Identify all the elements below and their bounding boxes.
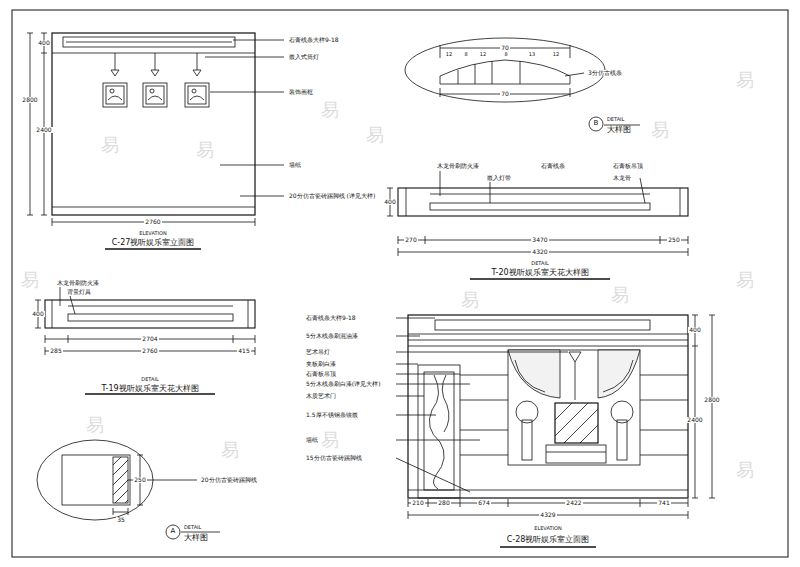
drawing-label: 石膏线条 — [540, 163, 566, 170]
drawing-label: 70 — [500, 45, 510, 52]
drawing-label: C-28视听娱乐室立面图 — [506, 536, 591, 545]
drawing-label: 3分仿古线条 — [587, 70, 623, 77]
drawing-label: 木龙骨刷防火漆 — [56, 280, 100, 287]
watermark: 易 — [611, 286, 629, 304]
drawing-label: B — [593, 120, 600, 128]
drawing-label: 石膏板吊顶 — [305, 371, 337, 378]
watermark: 易 — [321, 431, 339, 449]
drawing-label: 木龙骨刷防火漆 — [436, 163, 480, 170]
watermark: 易 — [736, 271, 754, 289]
drawing-label: 285 — [49, 348, 62, 355]
drawing-label: 4329 — [539, 512, 556, 519]
drawing-label: 2800 — [703, 397, 720, 404]
watermark: 易 — [196, 141, 214, 159]
drawing-label: 13 — [528, 52, 536, 58]
drawing-label: 8 — [503, 52, 508, 58]
drawing-label: 70 — [500, 91, 510, 98]
drawing-label: 背景灯具 — [66, 289, 92, 296]
drawing-label: DETAIL — [140, 377, 159, 383]
watermark: 易 — [461, 291, 479, 309]
drawing-label: 2800 — [21, 97, 38, 104]
drawing-label: 5分木线条刷白漆(详见大样) — [305, 381, 382, 388]
drawing-label: T-20视听娱乐室天花大样图 — [490, 269, 589, 278]
drawing-label: DETAIL — [183, 525, 202, 531]
watermark: 易 — [101, 136, 119, 154]
drawing-label: 木龙骨 — [612, 175, 632, 182]
drawing-label: 石膏线条大样9-18 — [305, 315, 357, 322]
drawing-label: 3470 — [531, 237, 548, 244]
drawing-label: 674 — [477, 500, 490, 507]
drawing-label: 270 — [404, 237, 417, 244]
watermark: 易 — [321, 101, 339, 119]
drawing-label: 2704 — [141, 336, 158, 343]
drawing-label: 250 — [667, 237, 680, 244]
drawing-label: 木质艺术门 — [305, 393, 337, 400]
drawing-label: 墙纸 — [305, 437, 319, 444]
drawing-label: 15分仿古瓷砖踢脚线 — [305, 455, 363, 462]
drawing-label: A — [170, 528, 177, 536]
drawing-label: 石膏板吊顶 — [612, 163, 644, 170]
drawing-label: 夹板刷白漆 — [305, 361, 337, 368]
watermark: 易 — [221, 441, 239, 459]
drawing-label: 大样图 — [606, 126, 632, 135]
drawing-label: 2760 — [141, 348, 158, 355]
drawing-label: 12 — [552, 52, 560, 58]
drawing-label: 2760 — [144, 219, 161, 226]
drawing-label: 400 — [383, 199, 396, 206]
drawing-label: DETAIL — [606, 117, 625, 123]
drawing-label: 石膏线条大样9-18 — [288, 37, 340, 44]
drawing-label: 400 — [37, 40, 50, 47]
drawing-label: 12 — [479, 52, 487, 58]
drawing-label: 5分木线条刷混油漆 — [305, 333, 359, 340]
drawing-label: 20分仿古瓷砖踢脚线 (详见大样) — [288, 193, 376, 200]
watermark: 易 — [366, 126, 384, 144]
drawing-label: 艺术吊灯 — [305, 349, 331, 356]
watermark: 易 — [21, 271, 39, 289]
drawing-label: C-27视听娱乐室立面图 — [111, 239, 196, 248]
drawing-label: 250 — [133, 477, 146, 484]
drawing-label: 2400 — [35, 127, 52, 134]
drawing-label: ELEVATION — [533, 526, 562, 532]
drawing-label: 2400 — [686, 417, 703, 424]
drawing-label: 400 — [31, 311, 44, 318]
drawing-label: 1.5厚不锈钢条镶嵌 — [305, 412, 359, 419]
drawing-label: 4320 — [531, 249, 548, 256]
watermark: 易 — [651, 121, 669, 139]
drawing-label: 280 — [437, 500, 450, 507]
drawing-label: 400 — [688, 327, 701, 334]
drawing-label: 2422 — [565, 500, 582, 507]
drawing-label: 210 — [411, 500, 424, 507]
drawing-label: 装饰画框 — [288, 89, 314, 96]
drawing-label: 20分仿古瓷砖踢脚线 — [200, 477, 258, 484]
drawing-label: 12 — [445, 52, 453, 58]
drawing-label: 415 — [237, 348, 250, 355]
watermark: 易 — [736, 71, 754, 89]
drawing-label: T-19视听娱乐室天花大样图 — [100, 385, 199, 394]
drawing-label: 嵌入式筒灯 — [288, 54, 320, 61]
drawing-label: 嵌入灯带 — [486, 175, 512, 182]
watermark: 易 — [736, 461, 754, 479]
drawing-label: 8 — [463, 52, 468, 58]
drawing-label: DETAIL — [530, 261, 549, 267]
drawing-label: 35 — [116, 517, 126, 524]
drawing-label: 741 — [657, 500, 670, 507]
watermark: 易 — [86, 416, 104, 434]
drawing-label: ELEVATION — [138, 231, 167, 237]
drawing-label: 大样图 — [183, 534, 209, 543]
drawing-label: 墙纸 — [288, 162, 302, 169]
